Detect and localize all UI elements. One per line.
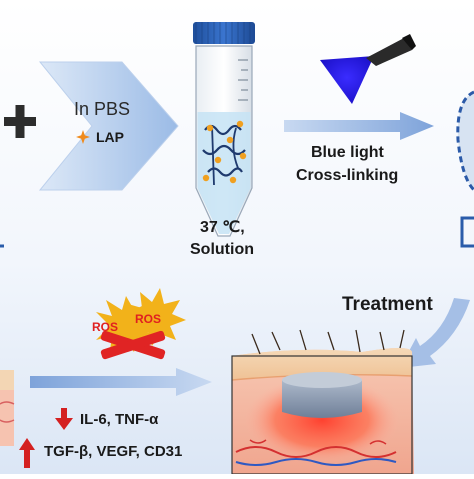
ros-scavenging-icon bbox=[96, 288, 186, 360]
ros-badge-1: ROS bbox=[92, 320, 119, 334]
crosslink-arrow bbox=[284, 112, 434, 140]
treatment-label: Treatment bbox=[342, 294, 433, 315]
light-label-line2: Cross-linking bbox=[296, 167, 399, 184]
solvent-label: In PBS bbox=[74, 99, 131, 119]
up-markers-label: TGF-β, VEGF, CD31 bbox=[44, 443, 183, 460]
sparkle-icon bbox=[76, 130, 90, 144]
partial-blue-glyph bbox=[460, 216, 474, 248]
hydrogel-icon bbox=[456, 90, 474, 192]
down-markers-label: IL-6, TNF-α bbox=[80, 411, 159, 428]
initiator-label: LAP bbox=[96, 129, 124, 145]
ros-badge-2: ROS bbox=[135, 312, 162, 326]
temperature-label: 37 ℃, bbox=[200, 219, 245, 236]
tube-icon bbox=[193, 22, 255, 237]
increase-arrow-icon bbox=[19, 438, 35, 468]
blue-light-icon bbox=[320, 34, 416, 104]
mixing-arrow bbox=[38, 61, 179, 191]
solution bbox=[197, 112, 251, 234]
state-label: Solution bbox=[190, 241, 254, 258]
healing-arrow bbox=[30, 368, 212, 396]
decrease-arrow-icon bbox=[55, 408, 73, 430]
healed-skin-partial bbox=[0, 370, 15, 446]
treatment-arrow bbox=[400, 298, 470, 368]
plus-icon bbox=[4, 105, 36, 138]
wound-skin-icon bbox=[231, 329, 414, 475]
light-label-line1: Blue light bbox=[311, 144, 384, 161]
